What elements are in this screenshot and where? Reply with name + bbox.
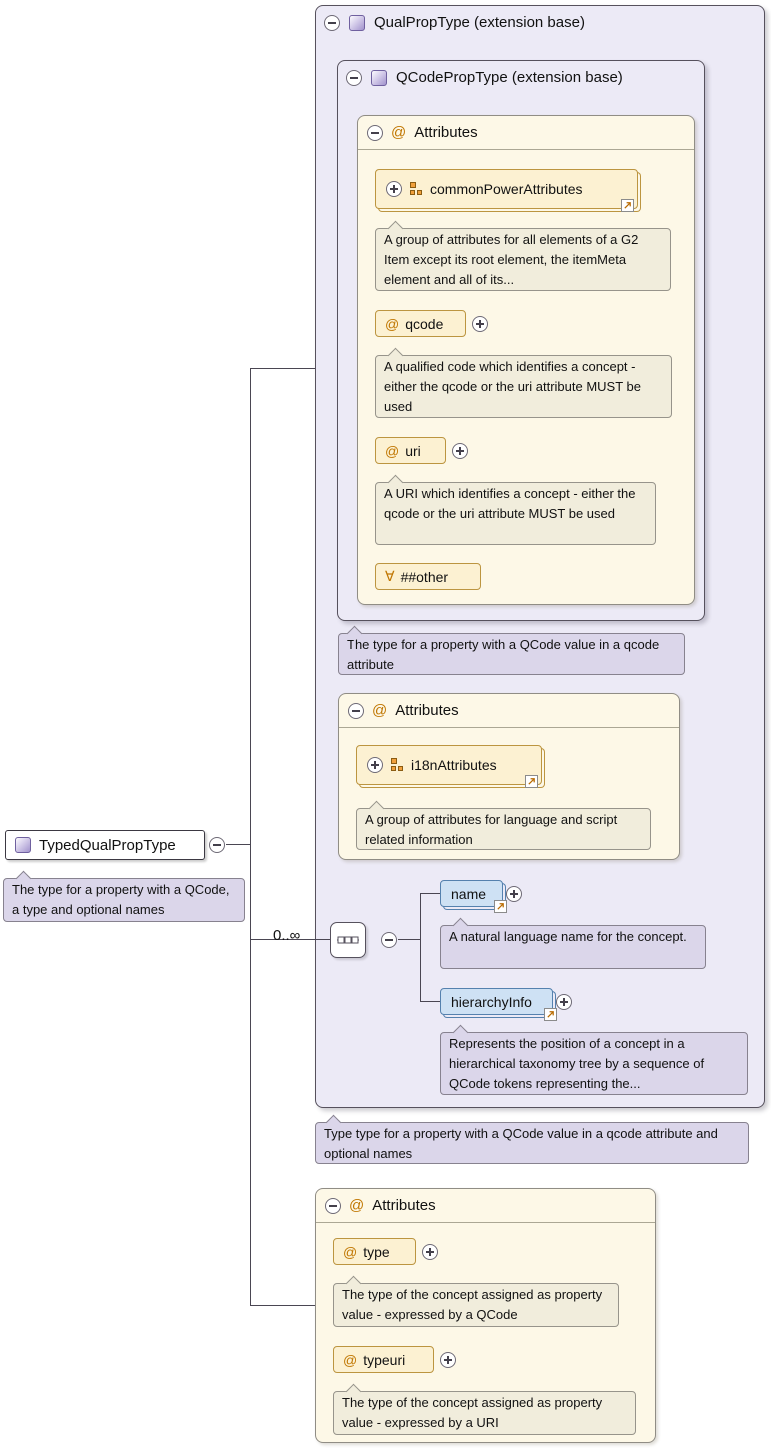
- attribute-label: typeuri: [363, 1351, 406, 1368]
- expand-button[interactable]: [452, 443, 468, 459]
- attributes-header: @ Attributes: [358, 116, 694, 150]
- connector-trunk: [250, 368, 251, 1306]
- panel-title: QCodePropType (extension base): [396, 69, 623, 86]
- doc-text: Type type for a property with a QCode va…: [324, 1126, 718, 1161]
- doc-name: A natural language name for the concept.: [440, 917, 706, 969]
- doc-qcodeproptype: The type for a property with a QCode val…: [338, 625, 685, 675]
- doc-text: The type for a property with a QCode val…: [347, 637, 660, 672]
- doc-uri: A URI which identifies a concept - eithe…: [375, 474, 656, 545]
- connector-line: [398, 939, 420, 940]
- goto-definition-icon[interactable]: [621, 199, 634, 212]
- attribute-label: uri: [405, 442, 421, 459]
- element-label: name: [451, 885, 487, 902]
- attributes-header: @ Attributes: [316, 1189, 655, 1223]
- wildcard-label: ##other: [400, 568, 449, 585]
- doc-text: The type of the concept assigned as prop…: [342, 1395, 603, 1430]
- collapse-button[interactable]: [209, 837, 225, 853]
- doc-text: The type of the concept assigned as prop…: [342, 1287, 603, 1322]
- expand-button[interactable]: [422, 1244, 438, 1260]
- at-symbol: @: [343, 1351, 358, 1368]
- occurrence-label: 0..∞: [273, 927, 301, 944]
- at-symbol: @: [385, 442, 400, 459]
- at-symbol: @: [391, 124, 407, 141]
- wildcard-other[interactable]: ∀ ##other: [375, 563, 481, 590]
- goto-definition-icon[interactable]: [494, 900, 507, 913]
- element-name[interactable]: name: [440, 880, 507, 913]
- connector-line: [250, 939, 330, 940]
- doc-text: A natural language name for the concept.: [449, 929, 687, 944]
- attribute-group-i18nattributes[interactable]: i18nAttributes: [356, 745, 542, 788]
- expand-button[interactable]: [440, 1352, 456, 1368]
- attributes-header-label: Attributes: [372, 1197, 436, 1214]
- doc-i18nattributes: A group of attributes for language and s…: [356, 800, 651, 850]
- qualproptype-panel-header: QualPropType (extension base): [316, 6, 764, 39]
- collapse-button[interactable]: [346, 69, 362, 86]
- doc-text: A group of attributes for language and s…: [365, 812, 618, 847]
- collapse-button[interactable]: [381, 932, 397, 948]
- complex-type-icon: [15, 837, 31, 853]
- attribute-label: type: [363, 1243, 390, 1260]
- connector-line: [420, 893, 440, 894]
- attribute-group-label: commonPowerAttributes: [430, 181, 583, 197]
- doc-typedqualproptype: The type for a property with a QCode, a …: [3, 870, 245, 922]
- doc-text: Represents the position of a concept in …: [449, 1036, 705, 1091]
- connector-line: [250, 1305, 315, 1306]
- attribute-qcode[interactable]: @ qcode: [375, 310, 466, 337]
- doc-typeuri: The type of the concept assigned as prop…: [333, 1383, 636, 1435]
- type-label: TypedQualPropType: [39, 836, 176, 854]
- complex-type-icon: [349, 14, 365, 31]
- expand-button[interactable]: [386, 181, 402, 197]
- attribute-type[interactable]: @ type: [333, 1238, 416, 1265]
- collapse-button[interactable]: [325, 1197, 341, 1214]
- doc-hierarchyinfo: Represents the position of a concept in …: [440, 1024, 748, 1095]
- expand-button[interactable]: [472, 316, 488, 332]
- at-symbol: @: [372, 702, 388, 719]
- any-attribute-icon: ∀: [385, 568, 395, 584]
- connector-branch: [420, 893, 421, 1002]
- doc-text: A group of attributes for all elements o…: [384, 232, 639, 287]
- attribute-group-commonpowerattributes[interactable]: commonPowerAttributes: [375, 169, 638, 212]
- element-label: hierarchyInfo: [451, 993, 532, 1010]
- connector-line: [250, 368, 315, 369]
- attribute-typeuri[interactable]: @ typeuri: [333, 1346, 434, 1373]
- doc-qualproptype: Type type for a property with a QCode va…: [315, 1114, 749, 1164]
- at-symbol: @: [349, 1197, 365, 1214]
- goto-definition-icon[interactable]: [544, 1008, 557, 1021]
- attribute-group-icon: [390, 758, 404, 772]
- goto-definition-icon[interactable]: [525, 775, 538, 788]
- doc-text: The type for a property with a QCode, a …: [12, 882, 230, 917]
- attribute-group-label: i18nAttributes: [411, 757, 497, 773]
- expand-button[interactable]: [556, 994, 572, 1010]
- attribute-label: qcode: [405, 315, 444, 332]
- attributes-header-label: Attributes: [414, 124, 478, 141]
- doc-type: The type of the concept assigned as prop…: [333, 1275, 619, 1327]
- element-hierarchyinfo[interactable]: hierarchyInfo: [440, 988, 557, 1021]
- attribute-uri[interactable]: @ uri: [375, 437, 446, 464]
- sequence-icon: [337, 936, 359, 944]
- doc-qcode: A qualified code which identifies a conc…: [375, 347, 672, 418]
- sequence-compositor[interactable]: [330, 922, 366, 958]
- attributes-header: @ Attributes: [339, 694, 679, 728]
- complex-type-icon: [371, 69, 387, 86]
- doc-text: A URI which identifies a concept - eithe…: [384, 486, 636, 521]
- collapse-button[interactable]: [324, 14, 340, 31]
- connector-line: [226, 844, 250, 845]
- attributes-header-label: Attributes: [395, 702, 459, 719]
- doc-text: A qualified code which identifies a conc…: [384, 359, 642, 414]
- attribute-group-icon: [409, 182, 423, 196]
- collapse-button[interactable]: [367, 124, 383, 141]
- doc-commonpowerattributes: A group of attributes for all elements o…: [375, 220, 671, 291]
- typedqualproptype-box[interactable]: TypedQualPropType: [5, 830, 205, 860]
- expand-button[interactable]: [367, 757, 383, 773]
- at-symbol: @: [385, 315, 400, 332]
- collapse-button[interactable]: [348, 702, 364, 719]
- qcodeproptype-panel-header: QCodePropType (extension base): [338, 61, 704, 94]
- at-symbol: @: [343, 1243, 358, 1260]
- connector-line: [420, 1001, 440, 1002]
- expand-button[interactable]: [506, 886, 522, 902]
- panel-title: QualPropType (extension base): [374, 14, 585, 31]
